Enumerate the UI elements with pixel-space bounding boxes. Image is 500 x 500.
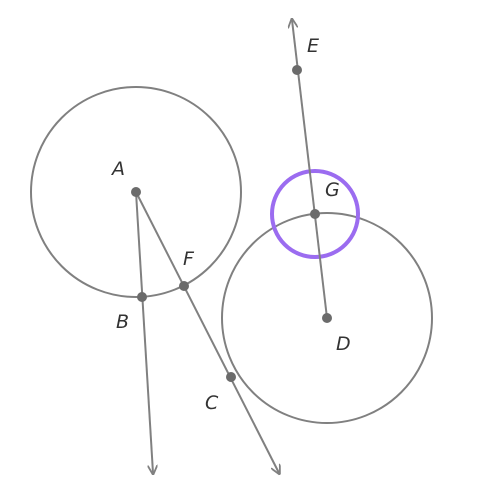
circle-g-highlight[interactable] <box>270 169 360 259</box>
ray-dge[interactable] <box>292 20 328 319</box>
circle-a[interactable] <box>30 86 242 298</box>
ray-ab[interactable] <box>135 191 153 473</box>
point-g[interactable] <box>310 209 320 219</box>
point-f[interactable] <box>179 281 189 291</box>
point-a[interactable] <box>131 187 141 197</box>
label-g: G <box>325 179 340 201</box>
label-a: A <box>110 158 125 180</box>
label-f: F <box>183 248 195 270</box>
label-d: D <box>336 333 351 355</box>
label-c: C <box>205 392 219 414</box>
point-c[interactable] <box>226 372 236 382</box>
point-d[interactable] <box>322 313 332 323</box>
ray-afc[interactable] <box>135 191 279 473</box>
label-b: B <box>116 311 129 333</box>
point-e[interactable] <box>292 65 302 75</box>
circle-d[interactable] <box>221 212 433 424</box>
point-b[interactable] <box>137 292 147 302</box>
label-e: E <box>307 35 319 57</box>
